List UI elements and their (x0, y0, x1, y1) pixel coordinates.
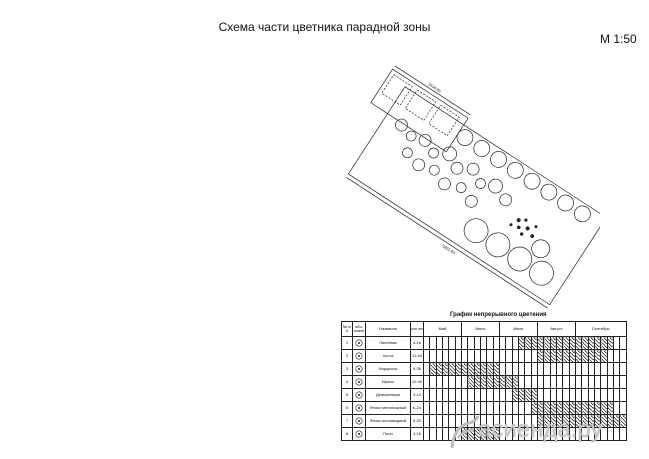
month-header: Август (536, 321, 576, 337)
row-qty: 10-40 (410, 375, 424, 389)
row-name: Ирисы (365, 375, 411, 389)
iris-icon (355, 377, 363, 386)
col-num-header: № п/п (341, 321, 353, 337)
row-num: 5 (341, 388, 353, 402)
row-symbol (352, 362, 366, 376)
hosta-row (456, 129, 591, 223)
flower-cluster (509, 218, 538, 239)
dimension-line-bottom (346, 177, 548, 309)
row-num: 1 (341, 336, 353, 350)
bloom-chart-table: № п/п обо-значе Название кол-во Май Июнь… (341, 321, 627, 441)
month-header: Сентябрь (574, 321, 627, 337)
graph-title: График непрерывного цветения (450, 312, 547, 318)
row-qty: 11-44 (410, 349, 424, 363)
row-symbol (352, 336, 366, 350)
row-num: 6 (341, 401, 353, 415)
row-name: Лилейник (365, 336, 411, 350)
flower-bed-plan: 2434.05 5601.95 (346, 65, 600, 309)
month-header: Июль (498, 321, 538, 337)
empty-cell (619, 427, 627, 441)
row-num: 8 (341, 427, 353, 441)
delphinium-icon (355, 390, 363, 399)
page-title: Схема части цветника парадной зоны (218, 20, 431, 34)
row-symbol (352, 349, 366, 363)
peony-icon (355, 429, 363, 438)
empty-cell (619, 362, 627, 376)
row-qty: 4-16 (410, 336, 424, 350)
row-qty: 5-20 (410, 414, 424, 428)
row-num: 3 (341, 362, 353, 376)
hosta-icon (355, 351, 363, 360)
col-symbol-header: обо-значе (352, 321, 366, 337)
row-name: Пион (365, 427, 411, 441)
row-name: Нарциссы (365, 362, 411, 376)
bed-outline (347, 86, 600, 306)
col-name-header: Название (365, 321, 411, 337)
dimension-line-top (394, 65, 471, 116)
col-qty-header: кол-во (410, 321, 424, 337)
row-qty: 6-24 (410, 401, 424, 415)
row-symbol (352, 427, 366, 441)
phlox-paniculata-icon (355, 403, 363, 412)
empty-cell (619, 336, 627, 350)
row-name: Хоста (365, 349, 411, 363)
row-name: Дельфиниум (365, 388, 411, 402)
row-symbol (352, 401, 366, 415)
row-symbol (352, 414, 366, 428)
row-name: Флокс метельчатый (365, 401, 411, 415)
empty-cell (619, 375, 627, 389)
row-name: Флокс шиловидный (365, 414, 411, 428)
row-symbol (352, 375, 366, 389)
empty-cell (619, 349, 627, 363)
row-num: 4 (341, 375, 353, 389)
watermark-text: асиенда.ру (478, 416, 603, 443)
row-qty: 4-16 (410, 427, 424, 441)
phlox-subulata-icon (355, 416, 363, 425)
row-symbol (352, 388, 366, 402)
lower-plants (463, 218, 554, 286)
daffodil-icon (355, 364, 363, 373)
watermark-logo-icon (450, 415, 480, 449)
row-num: 2 (341, 349, 353, 363)
mixed-plants (395, 118, 513, 208)
row-num: 7 (341, 414, 353, 428)
month-header: Июнь (460, 321, 500, 337)
dimension-bottom: 5601.95 (441, 243, 456, 255)
row-qty: 3-12 (410, 388, 424, 402)
empty-cell (619, 401, 627, 415)
scale-label: М 1:50 (600, 32, 637, 46)
watermark (448, 414, 638, 450)
row-qty: 9-36 (410, 362, 424, 376)
lily-icon (355, 338, 363, 347)
empty-cell (619, 388, 627, 402)
month-header: Май (423, 321, 462, 337)
